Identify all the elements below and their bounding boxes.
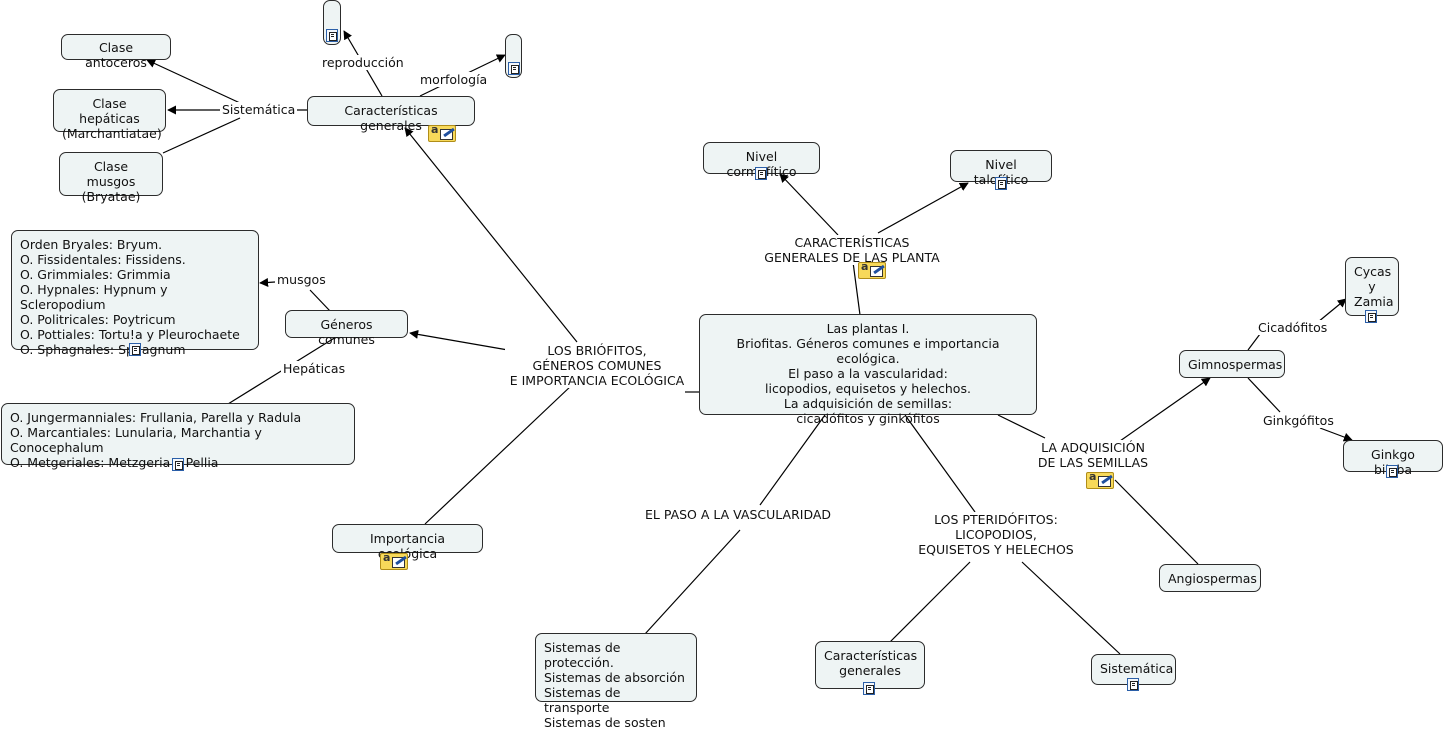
document-icon[interactable] (995, 177, 1007, 190)
note-icon[interactable] (380, 551, 408, 570)
link-label-sistematica: Sistemática (220, 102, 298, 117)
note-icon[interactable] (858, 260, 886, 279)
importancia-ecologica-node[interactable]: Importancia ecológica (332, 524, 483, 561)
link-label-morfologia: morfología (418, 72, 490, 87)
link-label-pteridofitos: LOS PTERIDÓFITOS: LICOPODIOS, EQUISETOS … (915, 512, 1077, 557)
caracteristicas-generales-node[interactable]: Características generales (307, 96, 475, 133)
clase-musgos-node[interactable]: Clase musgos (Bryatae) (59, 152, 163, 204)
musgos-list-node[interactable]: Orden Bryales: Bryum. O. Fissidentales: … (11, 230, 259, 357)
main-concept-node[interactable]: Las plantas I. Briofitas. Géneros comune… (699, 314, 1037, 426)
cycas-zamia-node[interactable]: Cycas y Zamia (1345, 257, 1399, 316)
link-label-cicadofitos: Cicadófitos (1256, 320, 1330, 335)
link-label-musgos: musgos (275, 272, 328, 287)
gimnospermas-node[interactable]: Gimnospermas (1179, 350, 1285, 378)
link-label-ginkgofitos: Ginkgófitos (1261, 413, 1336, 428)
document-icon[interactable] (172, 458, 184, 471)
generos-comunes-node[interactable]: Géneros comunes (285, 310, 408, 347)
document-icon[interactable] (1386, 465, 1398, 478)
hepaticas-list-node[interactable]: O. Jungermanniales: Frullania, Parella y… (1, 403, 355, 470)
caracteristicas-generales-pter-node[interactable]: Características generales (815, 641, 925, 689)
clase-hepaticas-node[interactable]: Clase hepáticas (Marchantiatae) (53, 89, 166, 141)
sistemas-node[interactable]: Sistemas de protección. Sistemas de abso… (535, 633, 697, 730)
document-icon[interactable] (863, 682, 875, 695)
link-label-vascularidad: EL PASO A LA VASCULARIDAD (643, 507, 834, 522)
link-label-hepaticas: Hepáticas (281, 361, 348, 376)
angiospermas-node[interactable]: Angiospermas (1159, 564, 1261, 592)
document-icon[interactable] (1365, 310, 1377, 323)
link-label-briofitos: LOS BRIÓFITOS, GÉNEROS COMUNES E IMPORTA… (505, 343, 689, 388)
ginkgo-biloba-node[interactable]: Ginkgo biloba (1343, 440, 1443, 477)
note-icon[interactable] (1086, 470, 1114, 489)
document-icon[interactable] (326, 29, 338, 42)
note-icon[interactable] (428, 123, 456, 142)
document-icon[interactable] (508, 62, 520, 75)
clase-antoceros-node[interactable]: Clase antoceros (61, 34, 171, 70)
link-label-semillas: LA ADQUISICIÓN DE LAS SEMILLAS (1033, 440, 1153, 470)
document-icon[interactable] (129, 343, 141, 356)
link-label-caracteristicas-planta: CARACTERÍSTICAS GENERALES DE LAS PLANTA (760, 235, 944, 265)
link-label-reproduccion: reproducción (320, 55, 406, 70)
document-icon[interactable] (1127, 678, 1139, 691)
document-icon[interactable] (755, 167, 767, 180)
